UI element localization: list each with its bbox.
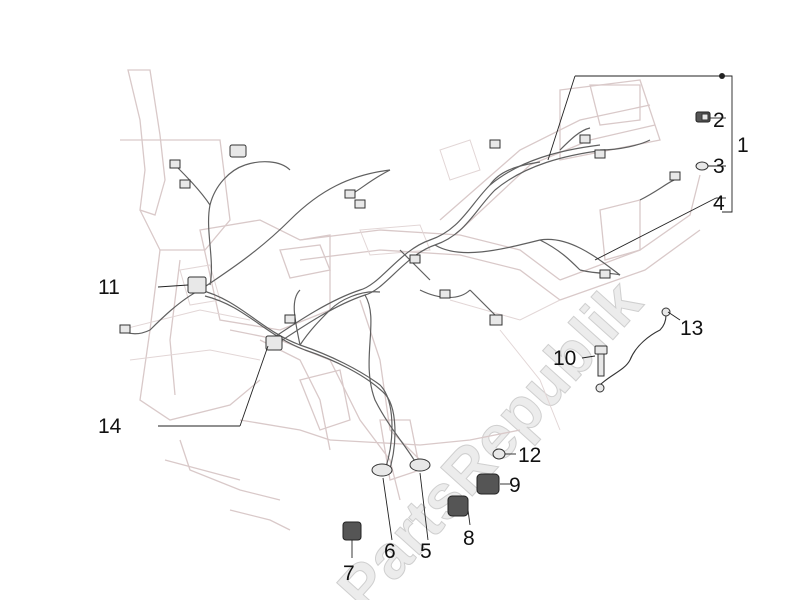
callout-13: 13 [680, 317, 703, 340]
callout-12: 12 [518, 444, 541, 467]
callout-10: 10 [553, 347, 576, 370]
callout-labels: 1 2 3 4 5 6 7 8 9 10 11 12 13 14 [98, 109, 749, 585]
callout-8: 8 [463, 527, 475, 550]
cable-clamp-6 [371, 463, 393, 477]
ground-cable-13 [595, 307, 671, 393]
leader-lines [157, 73, 733, 558]
callout-6: 6 [384, 540, 396, 563]
callout-11: 11 [98, 276, 120, 299]
callout-4: 4 [713, 192, 725, 215]
bolt-10 [594, 345, 608, 377]
fuse-2 [695, 111, 711, 123]
washer-3 [695, 161, 709, 171]
callout-14: 14 [98, 415, 122, 438]
callout-7: 7 [343, 562, 355, 585]
clip-7 [342, 521, 362, 541]
callout-5: 5 [420, 540, 432, 563]
harness-clip-14 [265, 335, 283, 351]
clip-9 [476, 473, 500, 495]
wiring-harness [119, 127, 681, 476]
callout-1: 1 [737, 134, 749, 157]
cable-clamp-5 [409, 458, 431, 472]
harness-clip-11 [187, 276, 207, 294]
callout-3: 3 [713, 155, 725, 178]
callout-2: 2 [713, 109, 725, 132]
callout-9: 9 [509, 474, 521, 497]
clip-8 [447, 495, 469, 517]
grommet-12 [492, 448, 506, 460]
